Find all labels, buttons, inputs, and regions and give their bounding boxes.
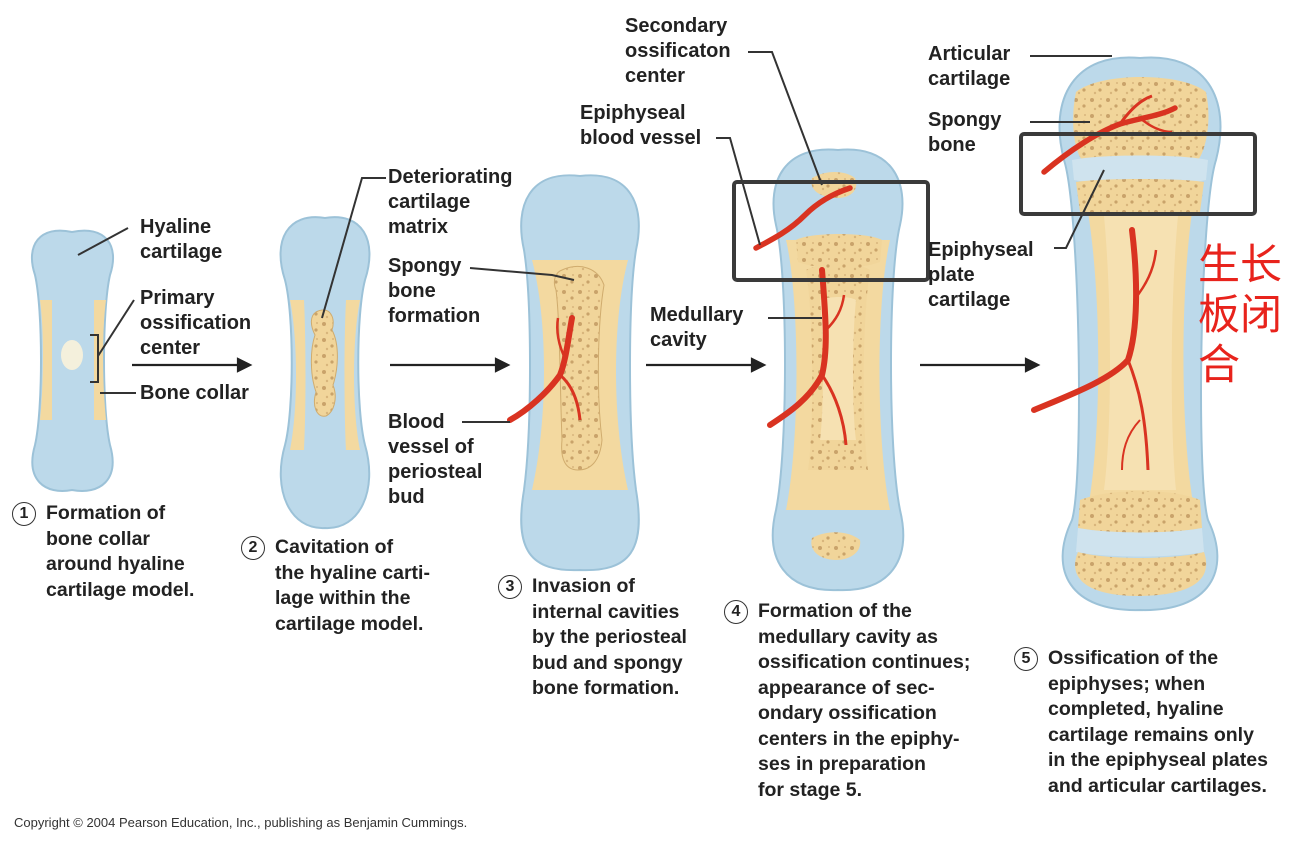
label-epiphyseal-plate-cartilage: Epiphyseal plate cartilage <box>928 239 1034 311</box>
stage-3-number: 3 <box>498 575 522 599</box>
label-secondary-ossification-center: Secondary ossificaton center <box>625 15 731 87</box>
label-medullary-cavity: Medullary cavity <box>650 304 744 351</box>
label-blood-vessel-periosteal-bud: Blood vessel of periosteal bud <box>388 411 483 508</box>
stage-2-number: 2 <box>241 536 265 560</box>
stage-5-bone-model <box>1031 56 1222 612</box>
label-spongy-bone-formation: Spongy bone formation <box>388 255 481 327</box>
stage-4-bone-model <box>753 148 905 592</box>
label-hyaline-cartilage: Hyaline cartilage <box>140 216 223 263</box>
stage-3-caption: Invasion of internal cavities by the per… <box>532 575 687 699</box>
stage-arrows <box>132 357 1041 373</box>
stage-2-caption: Cavitation of the hyaline carti- lage wi… <box>275 536 430 635</box>
stage-4-caption: Formation of the medullary cavity as oss… <box>758 600 971 801</box>
label-articular-cartilage: Articular cartilage <box>928 43 1011 90</box>
stage-3-bone-model <box>507 174 640 572</box>
label-epiphyseal-blood-vessel: Epiphyseal blood vessel <box>580 102 702 149</box>
stage-1-caption: Formation of bone collar around hyaline … <box>46 502 195 601</box>
stage-2-bone-model <box>279 216 371 530</box>
highlight-box-stage-5 <box>1019 132 1257 216</box>
stage-1-bone-model <box>30 229 115 492</box>
highlight-box-stage-4 <box>732 180 930 282</box>
stage-4-number: 4 <box>724 600 748 624</box>
leader-lines <box>77 51 1112 423</box>
label-bone-collar: Bone collar <box>140 382 249 404</box>
stage-1-number: 1 <box>12 502 36 526</box>
label-deteriorating-cartilage-matrix: Deteriorating cartilage matrix <box>388 166 513 238</box>
label-spongy-bone: Spongy bone <box>928 109 1002 156</box>
copyright-text: Copyright © 2004 Pearson Education, Inc.… <box>14 815 468 830</box>
stage-5-number: 5 <box>1014 647 1038 671</box>
stage-5-caption: Ossification of the epiphyses; when comp… <box>1048 647 1268 797</box>
growth-plate-closure-annotation: 生长 板闭 合 <box>1198 240 1283 389</box>
label-primary-ossification-center: Primary ossification center <box>140 287 252 359</box>
